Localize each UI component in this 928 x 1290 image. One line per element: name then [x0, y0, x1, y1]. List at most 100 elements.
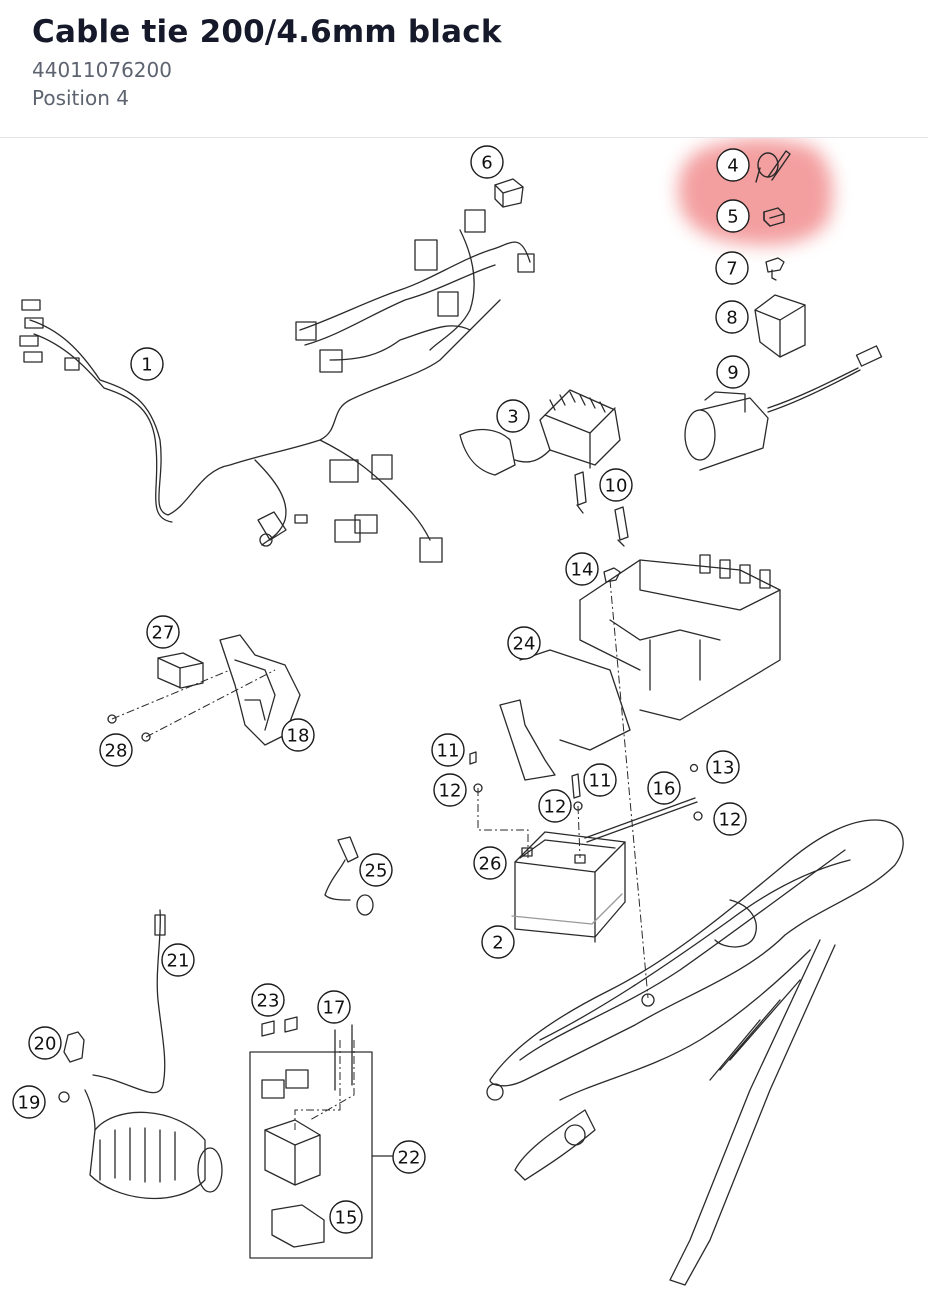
cable-tie-part	[755, 150, 791, 183]
callout-label: 11	[589, 771, 612, 792]
callout-group: 1234567891011111212121314151617181920212…	[12, 145, 750, 1234]
callout-circle[interactable]	[251, 983, 285, 1017]
callout-10[interactable]: 10	[599, 468, 633, 502]
callout-circle[interactable]	[281, 718, 315, 752]
callout-circle[interactable]	[583, 763, 617, 797]
callout-label: 4	[727, 156, 738, 177]
relay-assembly-part	[249, 1016, 393, 1259]
part-header: Cable tie 200/4.6mm black 44011076200 Po…	[0, 0, 928, 138]
callout-circle[interactable]	[473, 846, 507, 880]
callout-circle[interactable]	[716, 355, 750, 389]
callout-9[interactable]: 9	[716, 355, 750, 389]
callout-circle[interactable]	[713, 802, 747, 836]
callout-label: 9	[727, 363, 738, 384]
callout-label: 18	[287, 726, 310, 747]
callout-label: 8	[726, 308, 737, 329]
callout-circle[interactable]	[565, 552, 599, 586]
callout-circle[interactable]	[329, 1200, 363, 1234]
callout-circle[interactable]	[161, 943, 195, 977]
selection-highlight	[678, 138, 833, 246]
callout-25[interactable]: 25	[359, 853, 393, 887]
small-hardware-parts	[469, 751, 703, 843]
callout-label: 17	[323, 998, 346, 1019]
callout-7[interactable]: 7	[715, 251, 749, 285]
callout-13[interactable]: 13	[706, 750, 740, 784]
callout-8[interactable]: 8	[715, 300, 749, 334]
callout-circle[interactable]	[716, 199, 750, 233]
callout-circle[interactable]	[359, 853, 393, 887]
callout-circle[interactable]	[496, 399, 530, 433]
callout-label: 2	[492, 933, 503, 954]
starter-cable-part	[92, 909, 166, 1094]
callout-label: 19	[18, 1093, 41, 1114]
callout-3[interactable]: 3	[496, 399, 530, 433]
callout-27[interactable]: 27	[146, 615, 180, 649]
callout-6[interactable]: 6	[470, 145, 504, 179]
callout-11a[interactable]: 11	[431, 733, 465, 767]
connector-part	[494, 178, 524, 208]
callout-23[interactable]: 23	[251, 983, 285, 1017]
starter-motor-part	[84, 1089, 223, 1200]
exploded-parts-diagram: 1234567891011111212121314151617181920212…	[12, 138, 904, 1286]
callout-circle[interactable]	[146, 615, 180, 649]
callout-1[interactable]: 1	[130, 347, 164, 381]
callout-4[interactable]: 4	[716, 148, 750, 182]
fastener-part	[765, 257, 785, 281]
callout-14[interactable]: 14	[565, 552, 599, 586]
callout-circle[interactable]	[130, 347, 164, 381]
callout-11b[interactable]: 11	[583, 763, 617, 797]
wiring-harness-part	[19, 209, 535, 563]
callout-circle[interactable]	[470, 145, 504, 179]
callout-label: 7	[726, 259, 737, 280]
callout-label: 1	[141, 355, 152, 376]
callout-label: 20	[34, 1034, 57, 1055]
callout-circle[interactable]	[392, 1140, 426, 1174]
callout-circle[interactable]	[706, 750, 740, 784]
callout-24[interactable]: 24	[507, 626, 541, 660]
sensor-part	[684, 345, 883, 471]
callout-circle[interactable]	[12, 1085, 46, 1119]
callout-label: 12	[439, 781, 462, 802]
callout-circle[interactable]	[433, 773, 467, 807]
callout-12b[interactable]: 12	[538, 789, 572, 823]
callout-label: 24	[513, 634, 536, 655]
callout-28[interactable]: 28	[99, 733, 133, 767]
callout-label: 5	[727, 207, 738, 228]
callout-21[interactable]: 21	[161, 943, 195, 977]
callout-circle[interactable]	[716, 148, 750, 182]
callout-circle[interactable]	[317, 990, 351, 1024]
callout-circle[interactable]	[715, 251, 749, 285]
callout-12a[interactable]: 12	[433, 773, 467, 807]
callout-12c[interactable]: 12	[713, 802, 747, 836]
callout-circle[interactable]	[481, 925, 515, 959]
callout-circle[interactable]	[99, 733, 133, 767]
callout-20[interactable]: 20	[28, 1026, 62, 1060]
callout-5[interactable]: 5	[716, 199, 750, 233]
callout-22[interactable]: 22	[392, 1140, 426, 1174]
callout-17[interactable]: 17	[317, 990, 351, 1024]
callout-circle[interactable]	[28, 1026, 62, 1060]
callout-16[interactable]: 16	[647, 771, 681, 805]
callout-circle[interactable]	[431, 733, 465, 767]
callout-label: 25	[365, 861, 388, 882]
callout-circle[interactable]	[647, 771, 681, 805]
bracket-assembly-part	[107, 634, 301, 746]
callout-label: 11	[437, 741, 460, 762]
callout-label: 16	[653, 779, 676, 800]
callout-circle[interactable]	[507, 626, 541, 660]
callout-19[interactable]: 19	[12, 1085, 46, 1119]
callout-label: 26	[479, 854, 502, 875]
callout-15[interactable]: 15	[329, 1200, 363, 1234]
callout-circle[interactable]	[538, 789, 572, 823]
callout-label: 12	[719, 810, 742, 831]
callout-26[interactable]: 26	[473, 846, 507, 880]
callout-label: 10	[605, 476, 628, 497]
callout-label: 21	[167, 951, 190, 972]
callout-18[interactable]: 18	[281, 718, 315, 752]
bolt-pair-part	[574, 471, 629, 547]
part-number: 44011076200	[32, 58, 172, 82]
callout-2[interactable]: 2	[481, 925, 515, 959]
callout-circle[interactable]	[599, 468, 633, 502]
callout-label: 13	[712, 758, 735, 779]
callout-circle[interactable]	[715, 300, 749, 334]
